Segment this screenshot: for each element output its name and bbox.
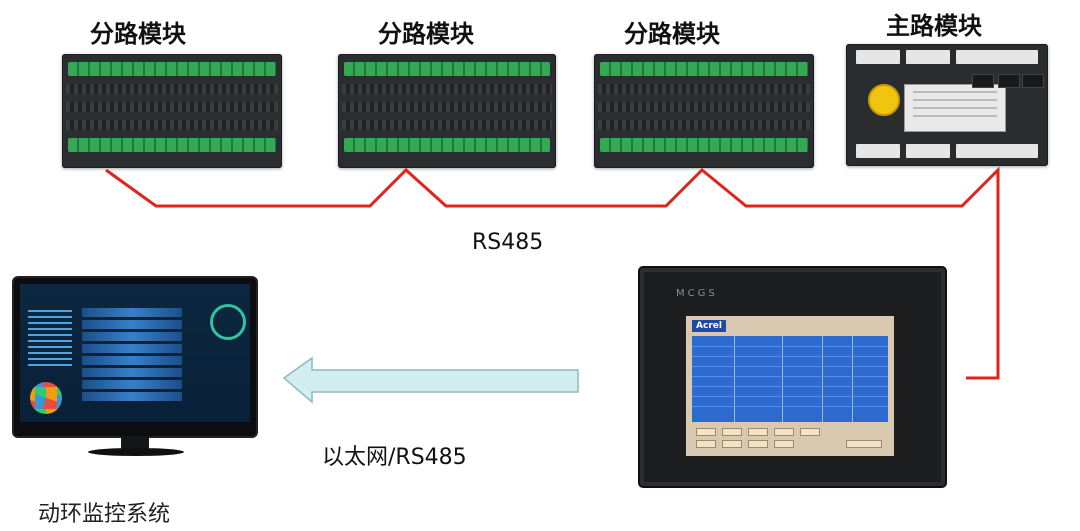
uplink-label: 以太网/RS485 (322, 445, 467, 470)
rack-stack-graphic (82, 308, 182, 408)
uplink-arrow (282, 356, 579, 404)
hmi-button (846, 440, 882, 448)
certification-seal (868, 84, 900, 116)
hmi-button (774, 428, 794, 436)
hmi-button (774, 440, 794, 448)
rs485-bus-label: RS485 (472, 230, 544, 255)
monitoring-system-label: 动环监控系统 (38, 502, 171, 527)
hmi-button (748, 428, 768, 436)
branch-module-1 (62, 54, 282, 168)
nameplate (904, 84, 1006, 132)
monitoring-monitor (14, 278, 256, 436)
hmi-screen: Acrel (686, 316, 894, 456)
branch-module-2 (338, 54, 556, 168)
hmi-button (696, 428, 716, 436)
hmi-brand: MCGS (676, 288, 718, 299)
rs485-bus-line (105, 166, 1000, 380)
hmi-touch-panel: MCGS Acrel (640, 268, 945, 486)
hmi-button (722, 428, 742, 436)
monitor-stand (121, 436, 149, 450)
main-module-title: 主路模块 (886, 12, 982, 40)
hmi-button (696, 440, 716, 448)
branch-module-2-title: 分路模块 (378, 20, 474, 48)
hmi-button (748, 440, 768, 448)
branch-module-3-title: 分路模块 (624, 20, 720, 48)
hmi-button (800, 428, 820, 436)
monitor-base (88, 448, 184, 456)
branch-module-1-title: 分路模块 (90, 20, 186, 48)
hmi-button (722, 440, 742, 448)
acrel-logo: Acrel (692, 320, 726, 332)
hmi-data-table (692, 336, 888, 422)
gauge-icon (210, 304, 246, 340)
branch-module-3 (594, 54, 814, 168)
monitoring-dashboard-screen (20, 284, 250, 422)
main-module (846, 44, 1048, 166)
donut-chart-icon (30, 382, 62, 414)
